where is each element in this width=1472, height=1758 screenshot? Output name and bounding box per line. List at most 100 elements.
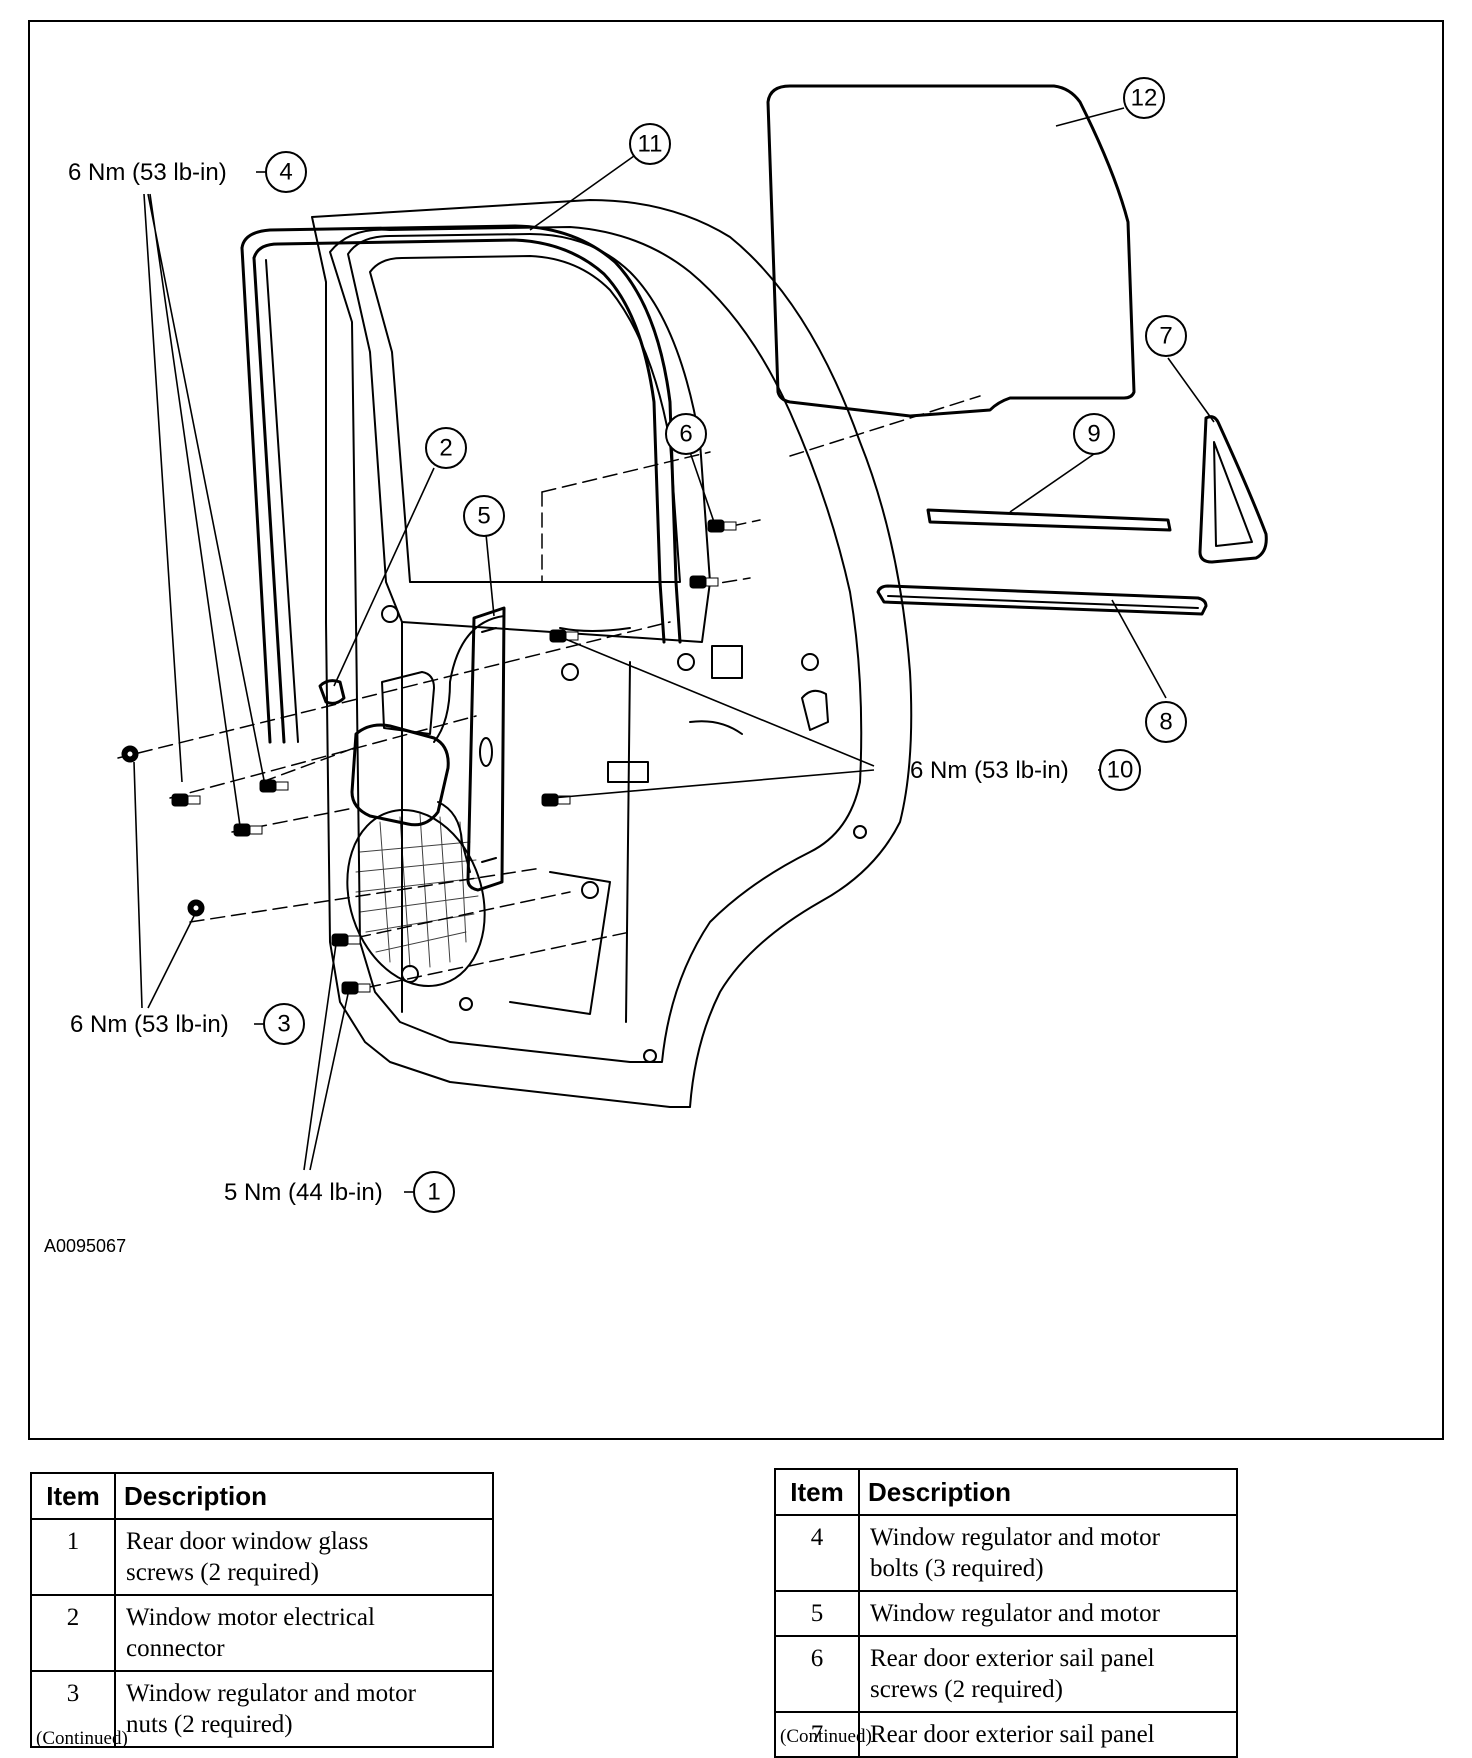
legend-row: 1 Rear door window glass screws (2 requir… bbox=[30, 1518, 494, 1596]
legend-desc-line: bolts (3 required) bbox=[870, 1555, 1044, 1582]
legend-item-number: 4 bbox=[774, 1514, 860, 1592]
legend-header-description: Description bbox=[114, 1472, 494, 1520]
callout-10-number: 10 bbox=[1107, 757, 1134, 784]
legend-item-number: 1 bbox=[30, 1518, 116, 1596]
figure-id: A0095067 bbox=[44, 1236, 126, 1256]
legend-desc-line: Window motor electrical bbox=[126, 1604, 375, 1631]
belt-moulding-inner bbox=[926, 508, 1172, 532]
callout-4-circle bbox=[265, 151, 307, 193]
callout-7-number: 7 bbox=[1159, 323, 1172, 350]
leader-11 bbox=[529, 155, 635, 231]
callout-6-number: 6 bbox=[679, 421, 692, 448]
leader-7 bbox=[1167, 357, 1215, 423]
legend-item-number: 5 bbox=[774, 1590, 860, 1637]
leader-12 bbox=[1055, 107, 1125, 127]
legend-table-right: Item Description 4 Window regulator and … bbox=[774, 1468, 1238, 1758]
callout-11-circle bbox=[629, 123, 671, 165]
weatherstrip-outline bbox=[240, 224, 682, 644]
legend-desc-line: Rear door exterior sail panel bbox=[870, 1645, 1155, 1672]
legend-row: 2 Window motor electrical connector bbox=[30, 1594, 494, 1672]
callout-8-circle bbox=[1145, 701, 1187, 743]
torque-label-1: 5 Nm (44 lb-in) bbox=[224, 1179, 383, 1206]
torque-label-4: 6 Nm (53 lb-in) bbox=[68, 159, 227, 186]
callout-1-circle bbox=[413, 1171, 455, 1213]
legend-desc-line: nuts (2 required) bbox=[126, 1711, 293, 1738]
callout-8-number: 8 bbox=[1159, 709, 1172, 736]
callout-12-number: 12 bbox=[1131, 85, 1158, 112]
belt-moulding-outer bbox=[876, 584, 1208, 616]
callout-10-circle bbox=[1099, 749, 1141, 791]
torque-label-3: 6 Nm (53 lb-in) bbox=[70, 1011, 229, 1038]
callout-4-number: 4 bbox=[279, 159, 292, 186]
leader-3 bbox=[133, 761, 197, 1009]
exploded-view-diagram: 1 2 3 4 5 6 7 8 9 10 11 12 6 Nm (53 lb-i… bbox=[28, 20, 1444, 1440]
callout-9-number: 9 bbox=[1087, 421, 1100, 448]
continued-note-left: (Continued) bbox=[36, 1728, 128, 1749]
legend-row: 6 Rear door exterior sail panel screws (2… bbox=[774, 1635, 1238, 1713]
legend-table-left: Item Description 1 Rear door window glas… bbox=[30, 1472, 494, 1748]
bolt-glyph-d bbox=[549, 629, 579, 643]
nut-glyph-a bbox=[121, 745, 139, 763]
legend-item-description: Window regulator and motor bolts (3 requi… bbox=[858, 1514, 1238, 1592]
bolt-glyph-b bbox=[259, 779, 289, 793]
regulator-rail bbox=[466, 606, 506, 892]
legend-row: 3 Window regulator and motor nuts (2 requ… bbox=[30, 1670, 494, 1748]
legend-desc-line: screws (2 required) bbox=[126, 1559, 319, 1586]
legend-row: 5 Window regulator and motor bbox=[774, 1590, 1238, 1637]
legend-desc-line: Rear door window glass bbox=[126, 1528, 369, 1555]
motor-connector bbox=[318, 679, 346, 705]
legend-item-number: 7 bbox=[774, 1711, 860, 1758]
leader-2 bbox=[333, 467, 435, 687]
legend-desc-line: connector bbox=[126, 1635, 225, 1662]
legend-header-item: Item bbox=[30, 1472, 116, 1520]
leader-1 bbox=[303, 943, 349, 1171]
callout-3-circle bbox=[263, 1003, 305, 1045]
door-illustration: 1 2 3 4 5 6 7 8 9 10 11 12 6 Nm (53 lb-i… bbox=[44, 77, 1268, 1256]
callout-2-circle bbox=[425, 427, 467, 469]
legend-item-description: Window regulator and motor bbox=[858, 1590, 1238, 1637]
speaker-grille bbox=[346, 809, 486, 987]
bolt-glyph-a bbox=[171, 793, 201, 807]
legend-item-description: Window motor electrical connector bbox=[114, 1594, 494, 1672]
screw-glyph-b bbox=[341, 981, 371, 995]
screw-glyph-a bbox=[331, 933, 361, 947]
leader-6 bbox=[689, 451, 715, 523]
callout-12-circle bbox=[1123, 77, 1165, 119]
legend-desc-line: Window regulator and motor bbox=[126, 1680, 416, 1707]
legend-header-description: Description bbox=[858, 1468, 1238, 1516]
legend-item-description: Rear door exterior sail panel screws (2 r… bbox=[858, 1635, 1238, 1713]
callout-5-number: 5 bbox=[477, 503, 490, 530]
window-glass-outline bbox=[766, 84, 1136, 418]
leader-9 bbox=[1009, 453, 1095, 513]
leader-8 bbox=[1111, 599, 1167, 699]
callout-1-number: 1 bbox=[427, 1179, 440, 1206]
legend-header-item: Item bbox=[774, 1468, 860, 1516]
door-shell-inner bbox=[329, 226, 863, 1063]
callout-9-circle bbox=[1073, 413, 1115, 455]
leader-4 bbox=[143, 193, 265, 827]
legend-item-number: 6 bbox=[774, 1635, 860, 1713]
nut-glyph-b bbox=[187, 899, 205, 917]
legend-item-number: 2 bbox=[30, 1594, 116, 1672]
callout-11-number: 11 bbox=[638, 131, 663, 158]
callout-3-number: 3 bbox=[277, 1011, 290, 1038]
legend-desc-line: Window regulator and motor bbox=[870, 1524, 1160, 1551]
legend-desc-line: screws (2 required) bbox=[870, 1676, 1063, 1703]
bolt-glyph-c bbox=[233, 823, 263, 837]
callout-6-circle bbox=[665, 413, 707, 455]
sail-panel-outline bbox=[1198, 415, 1268, 564]
legend-header-row: Item Description bbox=[774, 1468, 1238, 1516]
legend-item-number: 3 bbox=[30, 1670, 116, 1748]
callout-2-number: 2 bbox=[439, 435, 452, 462]
continued-note-right: (Continued) bbox=[780, 1726, 872, 1747]
leader-5 bbox=[485, 533, 495, 617]
torque-label-10: 6 Nm (53 lb-in) bbox=[910, 757, 1069, 784]
leader-10 bbox=[551, 635, 875, 799]
sail-screw-glyph-b bbox=[689, 575, 719, 589]
legend-item-description: Rear door exterior sail panel bbox=[858, 1711, 1238, 1758]
legend-row: 7 Rear door exterior sail panel bbox=[774, 1711, 1238, 1758]
bolt-glyph-e bbox=[541, 793, 571, 807]
sail-screw-glyph-a bbox=[707, 519, 737, 533]
legend-header-row: Item Description bbox=[30, 1472, 494, 1520]
legend-item-description: Window regulator and motor nuts (2 requir… bbox=[114, 1670, 494, 1748]
